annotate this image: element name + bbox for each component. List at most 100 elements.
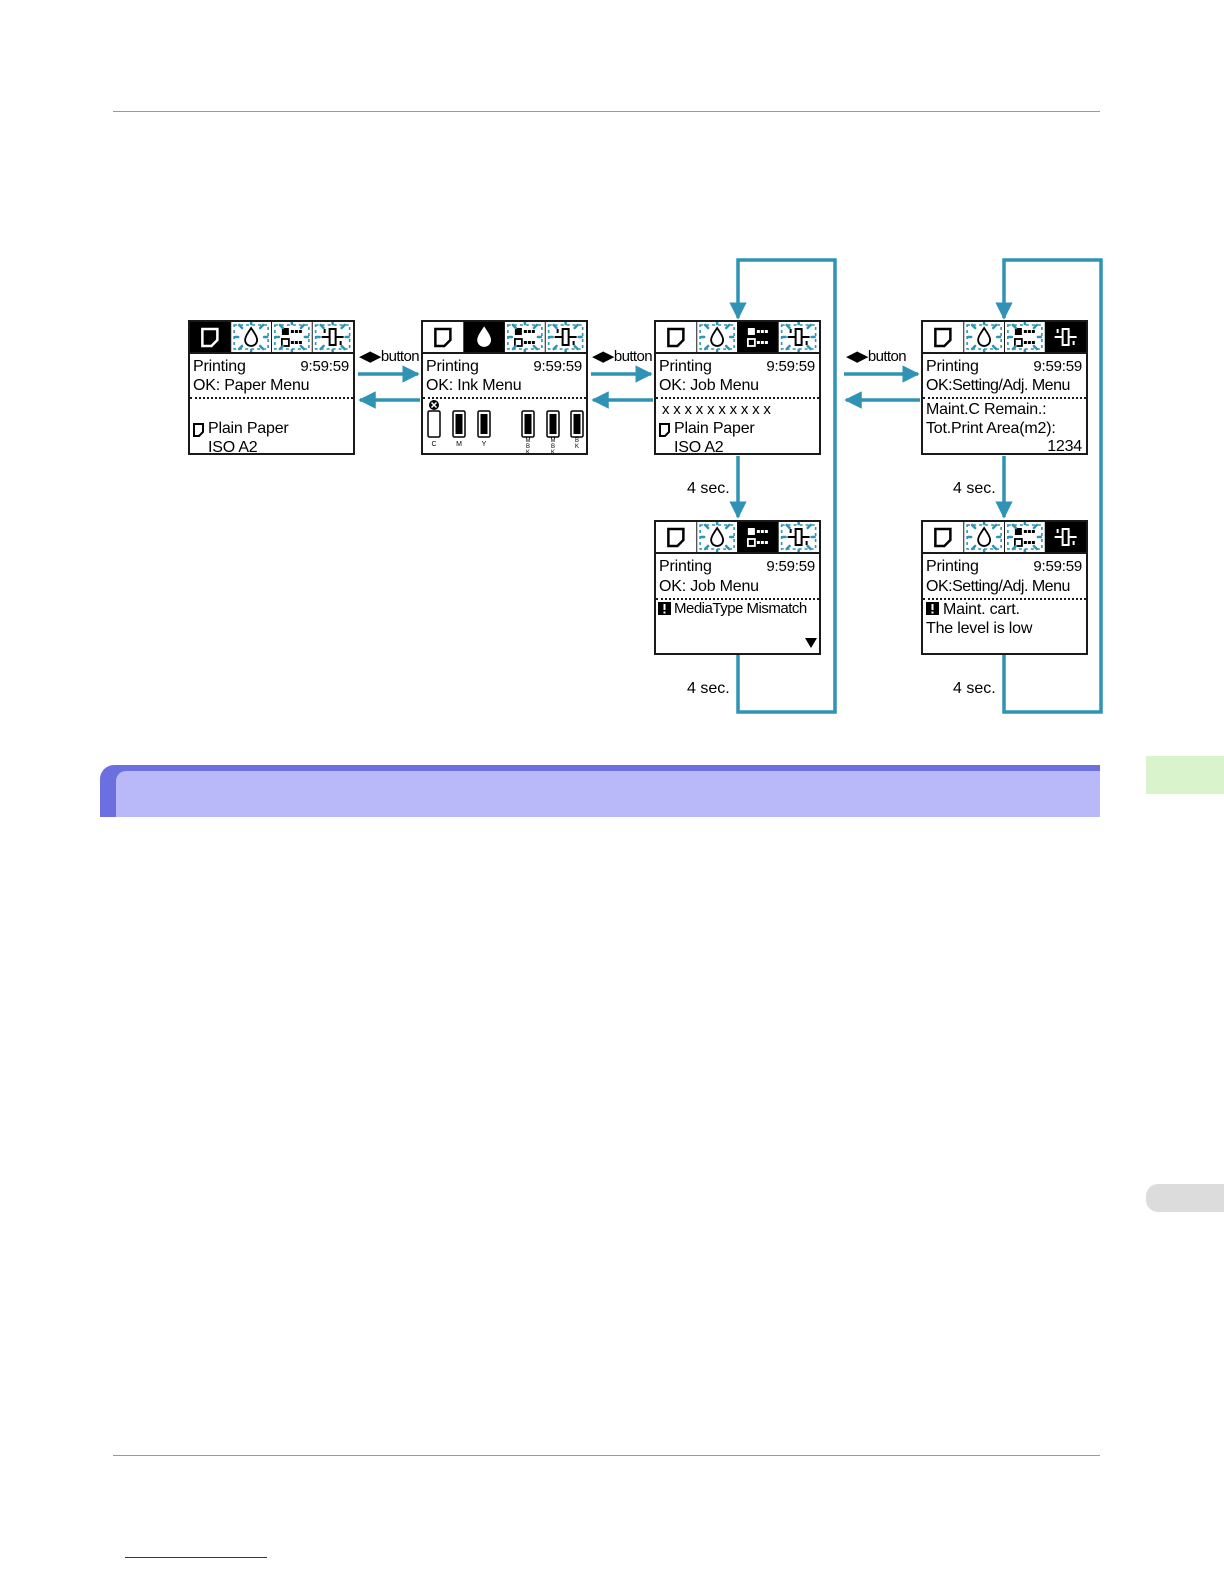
- delay-label: 4 sec.: [687, 480, 730, 497]
- ink-label: B: [551, 444, 555, 450]
- settings-icon: [321, 328, 344, 346]
- ink-label: M: [526, 438, 531, 444]
- paper-icon: [193, 423, 204, 437]
- media-type: Plain Paper: [208, 420, 289, 437]
- ink-label: K: [526, 450, 530, 453]
- ink-error-icon: [429, 400, 439, 410]
- divider: [423, 397, 586, 399]
- ink-icon: [710, 526, 725, 547]
- divider: [190, 397, 353, 399]
- status-text: Printing: [426, 358, 479, 375]
- tab-bar: [190, 322, 353, 354]
- tab-bar: [923, 522, 1086, 554]
- media-type: Plain Paper: [674, 420, 755, 437]
- paper-icon: [201, 327, 219, 348]
- time-text: 9:59:59: [1033, 358, 1082, 375]
- delay-label: 4 sec.: [953, 680, 996, 697]
- display-setting-menu: Printing 9:59:59 OK:Setting/Adj. Menu Ma…: [921, 320, 1088, 455]
- button-label: ◀▶button: [592, 348, 653, 365]
- status-text: Printing: [659, 558, 712, 575]
- menu-text: OK: Job Menu: [659, 377, 759, 394]
- warning-icon: [926, 602, 939, 615]
- ink-label: M: [456, 441, 462, 448]
- flashing-indicator: [233, 322, 269, 352]
- ink-icon: [244, 326, 259, 347]
- ink-icon: [710, 326, 725, 347]
- maint-remain-label: Maint.C Remain.:: [926, 401, 1047, 418]
- footer-link[interactable]: [125, 1557, 267, 1558]
- flashing-indicator: [966, 322, 1002, 352]
- time-text: 9:59:59: [300, 358, 349, 375]
- settings-icon: [787, 528, 810, 546]
- display-paper-menu: Printing 9:59:59 OK: Paper Menu Plain Pa…: [188, 320, 355, 456]
- ink-fill: [549, 414, 557, 434]
- ink-label: M: [551, 438, 556, 444]
- ink-fill: [573, 414, 581, 434]
- ink-tank-c: [427, 410, 441, 438]
- divider: [656, 397, 819, 399]
- warning-message: Maint. cart.: [943, 601, 1020, 618]
- header-rule: [113, 111, 1100, 112]
- paper-icon: [667, 527, 685, 548]
- footer-rule: [113, 1455, 1100, 1456]
- display-job-warning: Printing 9:59:59 OK: Job Menu MediaType …: [654, 520, 821, 655]
- time-text: 9:59:59: [766, 558, 815, 575]
- ink-fill: [480, 414, 488, 434]
- ink-fill: [455, 414, 463, 434]
- active-tab-background: [737, 522, 779, 552]
- job-icon: [1013, 328, 1035, 347]
- index-tab[interactable]: [1146, 1184, 1224, 1212]
- chapter-tab[interactable]: [1146, 756, 1224, 794]
- flashing-indicator: [1007, 322, 1043, 352]
- tab-bar: [423, 322, 586, 354]
- menu-text: OK: Ink Menu: [426, 377, 522, 394]
- warning-message: MediaType Mismatch: [674, 600, 807, 617]
- display-setting-warning: Printing 9:59:59 OK:Setting/Adj. Menu Ma…: [921, 520, 1088, 655]
- flashing-indicator: [1007, 522, 1043, 552]
- job-name: x x x x x x x x x x: [662, 401, 771, 418]
- time-text: 9:59:59: [766, 358, 815, 375]
- ink-icon: [977, 326, 992, 347]
- paper-icon: [934, 527, 952, 548]
- flashing-indicator: [507, 322, 543, 352]
- status-text: Printing: [926, 358, 979, 375]
- delay-label: 4 sec.: [687, 680, 730, 697]
- section-heading-fill: [116, 771, 1100, 817]
- menu-text: OK:Setting/Adj. Menu: [926, 578, 1070, 595]
- loop-job: [729, 258, 837, 714]
- flashing-indicator: [780, 322, 817, 352]
- paper-icon: [434, 327, 452, 348]
- menu-text: OK: Job Menu: [659, 578, 759, 595]
- paper-icon: [667, 327, 685, 348]
- flashing-indicator: [274, 322, 310, 352]
- ink-label: K: [551, 450, 555, 453]
- job-icon: [280, 328, 302, 347]
- flashing-indicator: [547, 322, 584, 352]
- time-text: 9:59:59: [533, 358, 582, 375]
- button-label: ◀▶button: [359, 348, 420, 365]
- settings-icon: [1054, 528, 1077, 546]
- warning-detail: The level is low: [926, 620, 1033, 637]
- settings-icon: [787, 328, 810, 346]
- job-icon: [746, 528, 768, 547]
- tab-bar: [656, 322, 819, 354]
- job-icon: [1013, 528, 1035, 547]
- status-text: Printing: [659, 358, 712, 375]
- ink-label: K: [575, 444, 579, 450]
- divider: [656, 598, 819, 600]
- print-area-value: 1234: [1047, 438, 1082, 455]
- menu-text: OK:Setting/Adj. Menu: [926, 377, 1070, 394]
- flashing-indicator: [699, 522, 735, 552]
- flashing-indicator: [780, 522, 817, 552]
- divider: [923, 598, 1086, 600]
- paper-icon: [934, 327, 952, 348]
- status-text: Printing: [193, 358, 246, 375]
- divider: [923, 397, 1086, 399]
- media-size: ISO A2: [208, 439, 258, 456]
- flow-arrows: [358, 258, 1103, 714]
- media-size: ISO A2: [674, 439, 724, 456]
- print-area-label: Tot.Print Area(m2):: [926, 420, 1056, 437]
- scroll-down-icon: [805, 638, 817, 648]
- display-job-menu: Printing 9:59:59 OK: Job Menu x x x x x …: [654, 320, 821, 456]
